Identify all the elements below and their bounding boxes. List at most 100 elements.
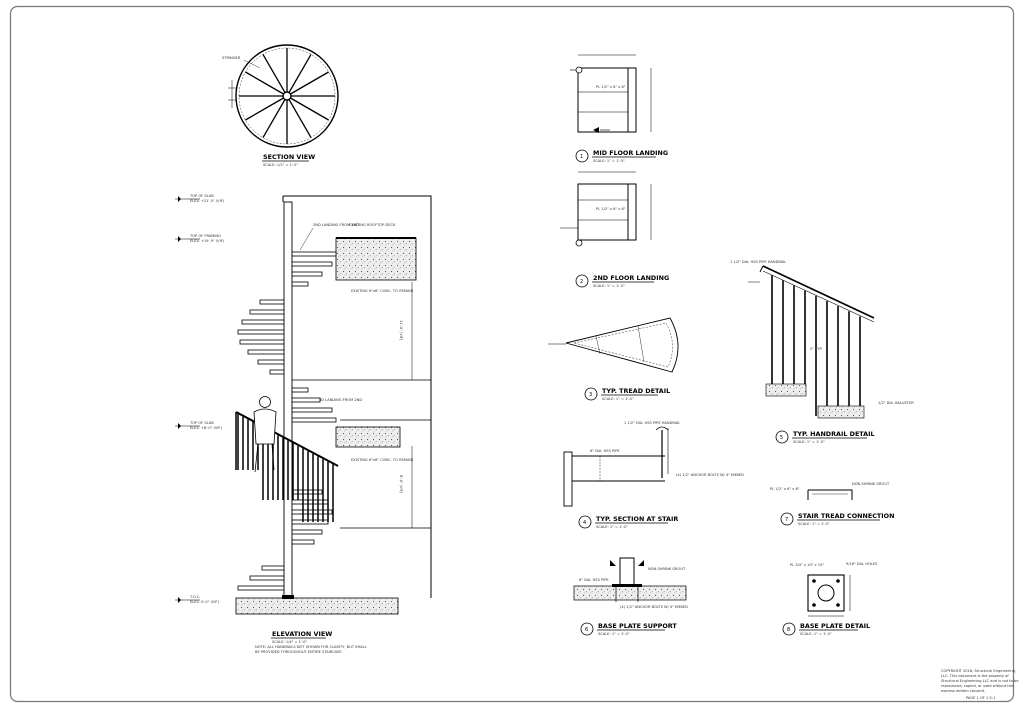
detail-2-scale: SCALE: 1" = 1'-0": [593, 284, 625, 288]
stair-tread: [291, 529, 323, 535]
center-pole: [282, 91, 292, 101]
stair-tread: [291, 397, 321, 403]
stair-tread: [291, 281, 309, 287]
svg-text:ELEV. 0'-0" (VIF): ELEV. 0'-0" (VIF): [190, 600, 219, 604]
tread-spoke: [245, 97, 284, 121]
center-pole-elevation: [283, 201, 293, 599]
tread-spoke: [290, 71, 329, 95]
elevation-note-2: BE PROVIDED THROUGHOUT ENTIRE STAIRCASE: [255, 650, 342, 654]
stair-tread: [247, 349, 285, 355]
stair-tread: [239, 339, 285, 345]
detail-3-number: 3: [589, 392, 592, 398]
base-plate-size-note: PL 3/4" x 10" x 10": [790, 563, 824, 567]
stair-tread: [291, 261, 333, 267]
dim-upper: 11'-0" (VIF): [399, 320, 403, 341]
section-view-detail: STRINGER SECTION VIEW SCALE: 1/2" = 1'-0…: [222, 44, 339, 167]
holes-note: 9/16" DIA. HOLES: [846, 562, 878, 566]
tread-spoke: [262, 99, 286, 138]
detail-6-number: 6: [585, 627, 588, 633]
handrail-top: [235, 411, 339, 467]
detail-1-scale: SCALE: 1" = 1'-0": [593, 159, 625, 163]
stair-tread: [249, 575, 285, 581]
copyright-line-2: LLC. This document is the property of: [941, 674, 1009, 678]
detail-5-title: TYP. HANDRAIL DETAIL: [793, 430, 875, 438]
detail-1-title: MID FLOOR LANDING: [593, 149, 668, 157]
elevation-view-scale: SCALE: 1/4" = 1'-0": [272, 640, 307, 644]
stair-tread: [259, 299, 285, 305]
section-view-outer-circle: [235, 44, 339, 148]
stair-treads-group: [237, 251, 337, 591]
ground-slab: [235, 597, 399, 615]
detail-6-scale: SCALE: 1" = 1'-0": [598, 632, 630, 636]
plate-note-7: PL 1/2" x 6" x 6": [770, 487, 800, 491]
mid-concrete-slab: [335, 426, 401, 448]
tread-spoke: [290, 97, 329, 121]
stair-tread: [241, 319, 285, 325]
svg-text:ELEV. +21'-0" (VIF): ELEV. +21'-0" (VIF): [190, 199, 225, 203]
svg-text:ELEV. +8'-0" (VIF): ELEV. +8'-0" (VIF): [190, 426, 222, 430]
mid-landing-note: MID LANDING FROM 2ND: [317, 398, 362, 402]
copyright-line-3: Structural Engineering LLC and is not to…: [941, 679, 1019, 683]
svg-text:TOP OF FRAMING: TOP OF FRAMING: [189, 234, 221, 238]
stair-tread: [257, 359, 285, 365]
stair-tread: [291, 417, 337, 423]
level-marker-top-of-framing: TOP OF FRAMING ELEV. +19'-9" (VIF): [175, 234, 225, 243]
stair-tread: [261, 565, 285, 571]
detail-5-number: 5: [780, 435, 783, 441]
dim-lower: 8'-0" (VIF): [399, 475, 403, 494]
typ-spacing-note: 2" TYP.: [810, 347, 822, 351]
level-marker-mid-slab: TOP OF SLAB ELEV. +8'-0" (VIF): [175, 421, 222, 430]
detail-mid-floor-landing: PL 1/2" x 6" x 6" 1 MID FLOOR LANDING SC…: [570, 54, 668, 163]
detail-6-title: BASE PLATE SUPPORT: [598, 622, 677, 630]
anchor-bolt-note-6: (4) 1/2" ANCHOR BOLTS W/ 4" EMBED: [620, 605, 688, 609]
svg-text:T.O.C.: T.O.C.: [189, 595, 200, 599]
stair-tread: [291, 407, 333, 413]
stair-tread: [269, 369, 285, 375]
person-figure: [253, 396, 277, 473]
stair-tread: [249, 309, 285, 315]
detail-2nd-floor-landing: PL 1/2" x 6" x 6" 2 2ND FLOOR LANDING SC…: [560, 171, 669, 288]
detail-2-number: 2: [580, 279, 583, 285]
detail-4-number: 4: [583, 520, 586, 526]
copyright-line-1: COPYRIGHT 2018, Structural Engineering,: [941, 669, 1016, 673]
svg-text:TOP OF SLAB: TOP OF SLAB: [189, 194, 214, 198]
elevation-view-detail: TOP OF SLAB ELEV. +21'-0" (VIF) TOP OF F…: [175, 194, 432, 654]
handrail-balusters: [237, 414, 334, 522]
detail-4-scale: SCALE: 1" = 1'-0": [596, 525, 628, 529]
detail-3-title: TYP. TREAD DETAIL: [602, 387, 670, 395]
stair-tread: [291, 271, 323, 277]
anchor-bolts-note: (4) 1/2" ANCHOR BOLTS W/ 4" EMBED: [676, 473, 744, 477]
mid-landing-plate-note: PL 1/2" x 6" x 6": [596, 85, 626, 89]
stair-tread: [291, 251, 337, 257]
detail-8-title: BASE PLATE DETAIL: [800, 622, 870, 630]
dia-hss-note: 6" DIA. HSS PIPE: [590, 449, 620, 453]
tread-spoke: [262, 54, 286, 93]
detail-3-scale: SCALE: 1" = 1'-0": [602, 397, 634, 401]
base-plate-elevation: [282, 595, 294, 599]
stair-tread: [291, 489, 323, 495]
detail-base-plate-support: 6" DIA. HSS PIPE NON-SHRINK GROUT (4) 1/…: [573, 557, 688, 636]
upper-concrete-slab: [335, 237, 417, 281]
handrail-detail-balusters: [771, 275, 861, 416]
landing-2nd-note: 2ND LANDING FROM 2ND: [313, 223, 359, 227]
stair-tread: [291, 539, 315, 545]
detail-7-title: STAIR TREAD CONNECTION: [798, 512, 894, 520]
stair-tread: [237, 329, 285, 335]
2nd-landing-plate-note: PL 1/2" x 6" x 6": [596, 207, 626, 211]
stringer-note: STRINGER: [222, 56, 241, 60]
level-marker-top-of-slab: TOP OF SLAB ELEV. +21'-0" (VIF): [175, 194, 225, 203]
tread-spoke: [288, 99, 312, 138]
copyright-line-4: reproduced, copied, or used without the: [941, 684, 1014, 688]
stair-tread: [291, 509, 333, 515]
baluster-note: 1/2" DIA. BALUSTER: [878, 401, 914, 405]
existing-roof-note: EXISTING ROOFTOP DECK: [349, 223, 396, 227]
detail-typ-section-stair: 1 1/2" DIA. HSS PIPE HANDRAIL (4) 1/2" A…: [563, 421, 744, 529]
pipe-rail-note: 1 1/2" DIA. HSS PIPE HANDRAIL: [624, 421, 680, 425]
stair-tread: [237, 585, 285, 591]
detail-typ-handrail: 1 1/2" DIA. HSS PIPE HANDRAIL 1/2" DIA. …: [730, 260, 914, 444]
detail-8-scale: SCALE: 1" = 1'-0": [800, 632, 832, 636]
handrail-pipe-note: 1 1/2" DIA. HSS PIPE HANDRAIL: [730, 260, 786, 264]
elevation-view-title: ELEVATION VIEW: [272, 630, 332, 638]
elevation-note-1: NOTE: ALL HANDRAILS NOT SHOWN FOR CLARIT…: [255, 645, 367, 649]
